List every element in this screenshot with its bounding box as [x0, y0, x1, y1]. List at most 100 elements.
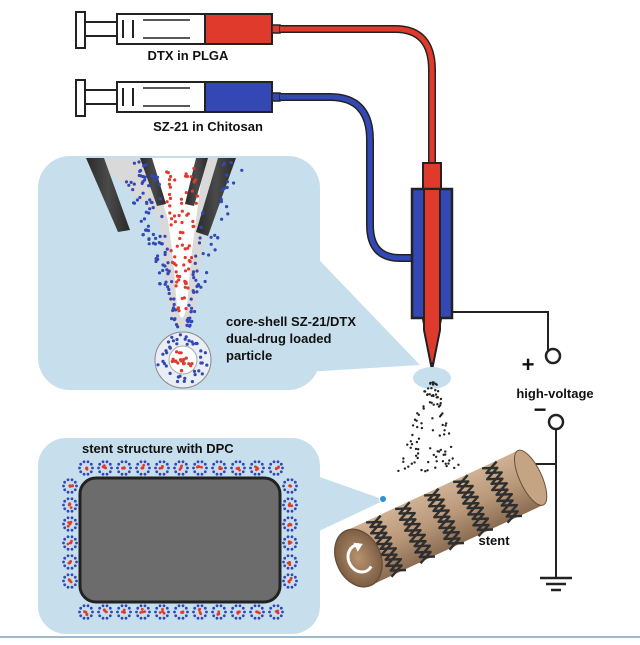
blue-particle: [170, 280, 174, 284]
spray-droplet: [448, 459, 451, 462]
stent-strut: [424, 493, 461, 551]
stent-strut: [482, 466, 519, 524]
blue-particle: [195, 290, 199, 294]
needle-inner-cap: [422, 162, 442, 190]
blue-particle: [216, 236, 220, 240]
dpc-particle: [211, 460, 227, 476]
dpc-particle: [249, 604, 265, 620]
stent-strut: [395, 507, 432, 565]
blue-particle: [189, 310, 193, 314]
red-particle: [168, 204, 172, 208]
blue-particle: [156, 363, 160, 367]
spray-droplet: [414, 454, 418, 457]
red-particle: [178, 274, 182, 279]
spray-droplet: [434, 393, 438, 396]
dpc-particle: [135, 604, 151, 620]
dpc-particle: [135, 460, 151, 476]
blue-particle: [168, 371, 172, 375]
stent-strut: [453, 480, 490, 538]
red-particle: [177, 278, 181, 282]
stent-strut: [369, 514, 407, 572]
syringe-solution-red: [204, 13, 273, 45]
blue-particle: [156, 254, 160, 258]
blue-particle: [192, 369, 197, 373]
blue-particle: [156, 257, 160, 261]
red-particle: [190, 189, 194, 193]
blue-particle: [207, 253, 211, 257]
blue-particle: [203, 279, 207, 284]
spray-droplet: [416, 425, 419, 429]
blue-particle: [162, 361, 166, 366]
blue-particle: [165, 268, 169, 272]
spray-droplet: [444, 450, 447, 453]
blue-particle: [166, 285, 170, 289]
red-particle: [173, 178, 177, 182]
red-particle: [168, 196, 173, 200]
blue-particle: [132, 161, 136, 165]
spray-droplet: [410, 443, 414, 446]
blue-particle: [205, 363, 209, 367]
blue-particle: [183, 376, 187, 380]
syringe-barrel: [116, 13, 206, 45]
blue-particle: [199, 225, 203, 229]
spray-droplet: [406, 443, 409, 446]
blue-particle: [190, 380, 194, 384]
spray-droplet: [420, 468, 423, 472]
red-particle: [180, 201, 184, 205]
spray-droplet: [430, 387, 433, 390]
blue-particle: [186, 317, 190, 321]
red-particle: [179, 369, 183, 373]
blue-particle: [199, 349, 203, 353]
blue-particle: [138, 195, 142, 200]
red-particle: [171, 357, 175, 361]
spray-droplet: [434, 455, 438, 458]
red-particle: [195, 194, 200, 198]
spray-droplet: [434, 389, 437, 392]
red-particle: [183, 255, 187, 260]
blue-particle: [147, 237, 151, 241]
blue-tube: [280, 93, 412, 262]
spray-droplet: [417, 448, 420, 451]
blue-particle: [164, 280, 168, 284]
blue-particle: [147, 184, 151, 188]
blue-particle: [161, 352, 165, 356]
syringe-solution-blue: [204, 81, 273, 113]
blue-particle: [193, 261, 197, 265]
red-particle: [175, 350, 179, 354]
spray-droplet: [432, 381, 435, 384]
label-stent-structure: stent structure with DPC: [82, 441, 234, 456]
blue-particle: [144, 163, 148, 167]
spray-droplet: [432, 403, 435, 406]
blue-particle: [221, 163, 225, 167]
spray-droplet: [443, 429, 446, 432]
dpc-particle: [282, 573, 298, 589]
dpc-particle: [230, 460, 246, 476]
blue-particle: [195, 269, 199, 273]
syringe-dtx: DTX in PLGA: [75, 11, 281, 63]
spray-droplet: [457, 463, 460, 466]
dpc-particle: [268, 604, 284, 620]
blue-particle: [163, 250, 167, 254]
dpc-particle: [62, 516, 78, 532]
stent-strut: [456, 474, 494, 532]
spray-droplet: [447, 432, 451, 435]
ground-icon: [540, 576, 572, 592]
blue-particle: [132, 182, 136, 186]
spray-droplet: [434, 382, 437, 385]
dpc-particle-ring: [62, 460, 298, 620]
blue-particle: [195, 284, 199, 288]
red-particle: [180, 220, 184, 225]
blue-particle: [203, 351, 207, 355]
spray-droplet: [435, 460, 438, 463]
blue-particle: [148, 207, 152, 211]
dpc-particle: [173, 604, 189, 620]
spray-droplet: [422, 407, 425, 410]
blue-particle: [137, 160, 141, 164]
blue-particle: [193, 309, 197, 314]
dpc-particle: [173, 460, 189, 476]
label-particle-line3: particle: [226, 348, 272, 363]
dpc-particle: [154, 460, 170, 476]
red-particle: [177, 213, 181, 218]
dpc-particle: [62, 497, 78, 513]
red-particle: [189, 364, 193, 368]
